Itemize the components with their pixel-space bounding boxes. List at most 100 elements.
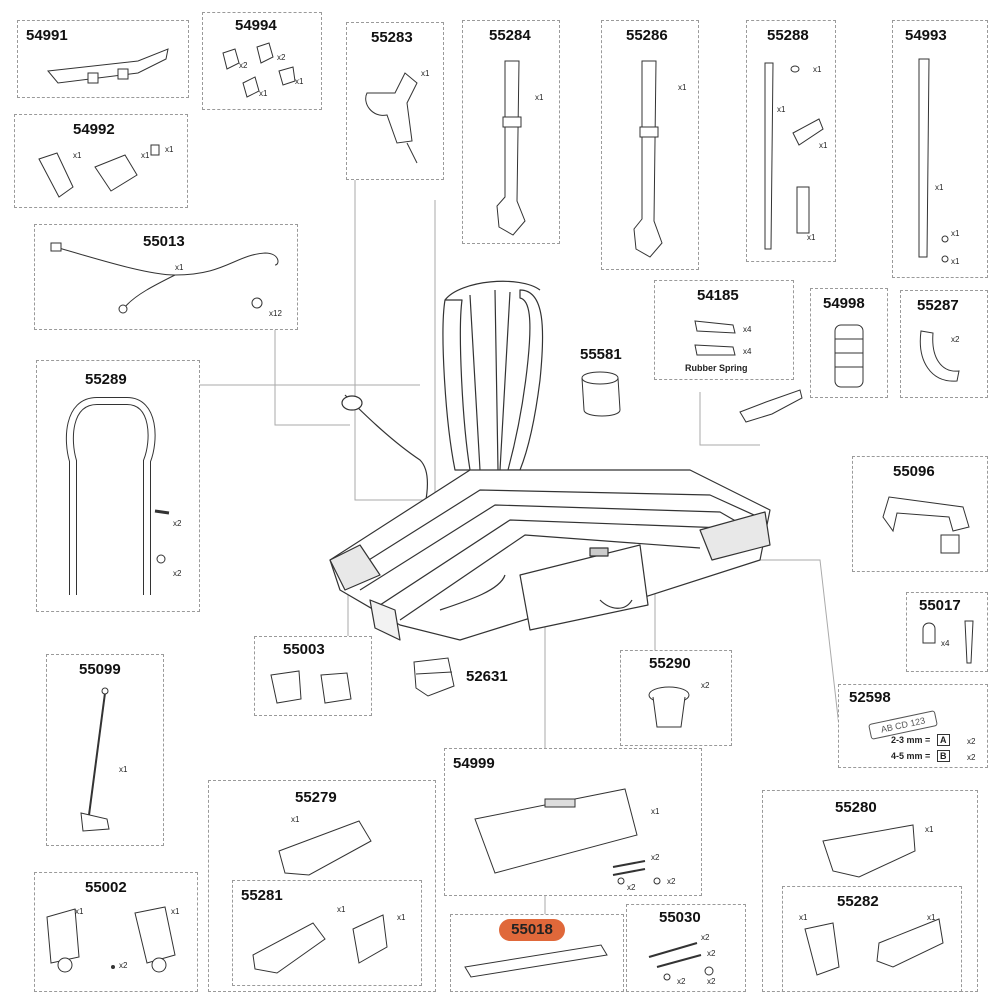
qty-label: x1 (925, 825, 934, 834)
spacer-row-a: 2-3 mm = (891, 735, 931, 745)
buckle-set-icon (38, 144, 160, 198)
qty-label: x1 (951, 229, 960, 238)
part-number: 55289 (85, 371, 127, 388)
part-number: 52598 (849, 689, 891, 706)
part-box-55287[interactable]: 55287 x2 (900, 290, 988, 398)
qty-label: x1 (295, 77, 304, 86)
part-box-54991[interactable]: 54991 (17, 20, 189, 98)
part-box-55281[interactable]: 55281 x1 x1 (232, 880, 422, 986)
part-number: 54999 (453, 755, 495, 772)
part-number: 54998 (823, 295, 865, 312)
qty-label: x2 (173, 519, 182, 528)
arm-clamp-icon (365, 72, 418, 164)
qty-label: x2 (707, 949, 716, 958)
part-box-54994[interactable]: 54994 x2 x2 x1 x1 (202, 12, 322, 110)
part-box-52598[interactable]: 52598 AB CD 123 2-3 mm = A x2 4-5 mm = B… (838, 684, 988, 768)
part-number: 55013 (143, 233, 185, 250)
part-box-54993[interactable]: 54993 x1 x1 x1 (892, 20, 988, 278)
part-number: 55280 (835, 799, 877, 816)
part-number: 55287 (917, 297, 959, 314)
qty-label: x1 (777, 105, 786, 114)
qty-label: x2 (951, 335, 960, 344)
qty-label: x1 (421, 69, 430, 78)
part-number-52631: 52631 (466, 668, 508, 685)
rubber-spring-icon (694, 320, 736, 356)
cup-holder-icon (581, 371, 621, 417)
qty-label: x1 (397, 913, 406, 922)
qty-label: x4 (941, 639, 950, 648)
part-box-54999[interactable]: 54999 x1 x2 x2 x2 (444, 748, 702, 896)
spacer-row-b: 4-5 mm = (891, 751, 931, 761)
part-box-54992[interactable]: 54992 x1 x1 x1 (14, 114, 188, 208)
part-box-55018[interactable]: 55018 (450, 914, 624, 992)
knob-icon (648, 686, 690, 728)
long-strap-icon (918, 58, 949, 263)
qty-label: x1 (799, 913, 808, 922)
qty-label: x12 (269, 309, 282, 318)
qty-label: x2 (707, 977, 716, 986)
qty-label: x4 (743, 325, 752, 334)
part-number: 54991 (26, 27, 68, 44)
part-box-55284[interactable]: 55284 x1 (462, 20, 560, 244)
part-box-55030[interactable]: 55030 x2 x2 x2 x2 (626, 904, 746, 992)
qty-label: x1 (807, 233, 816, 242)
part-number: 55099 (79, 661, 121, 678)
rod-icon (80, 687, 110, 832)
part-number: 55282 (837, 893, 879, 910)
spacer-key-b: B (937, 750, 950, 762)
part-number: 55286 (626, 27, 668, 44)
part-box-55290[interactable]: 55290 x2 (620, 650, 732, 746)
part-box-54998[interactable]: 54998 (810, 288, 888, 398)
part-box-55288[interactable]: 55288 x1 x1 x1 x1 (746, 20, 836, 262)
qty-label: x2 (627, 883, 636, 892)
part-box-55283[interactable]: 55283 x1 (346, 22, 444, 180)
qty-label: x1 (337, 905, 346, 914)
part-number: 55017 (919, 597, 961, 614)
part-box-55017[interactable]: 55017 x4 (906, 592, 988, 672)
lamp-lens-right-icon (804, 918, 944, 976)
frame-arch-icon (65, 397, 170, 595)
qty-label: x1 (259, 89, 268, 98)
qty-label: x2 (119, 961, 128, 970)
part-number: 55096 (893, 463, 935, 480)
handle-icon (882, 496, 970, 554)
part-number: 54992 (73, 121, 115, 138)
part-box-55282[interactable]: 55282 x1 x1 (782, 886, 962, 992)
qty-label: x1 (171, 907, 180, 916)
qty-label: x2 (967, 737, 976, 746)
qty-label: x2 (677, 977, 686, 986)
lamp-lens-icon (252, 914, 388, 974)
bolt-set-icon (648, 942, 714, 981)
plate-holder-icon (474, 788, 661, 885)
part-box-55286[interactable]: 55286 x1 (601, 20, 699, 270)
wheel-holder-icon (46, 906, 176, 973)
part-box-55289[interactable]: 55289 x2 x2 (36, 360, 200, 612)
part-box-55096[interactable]: 55096 (852, 456, 988, 572)
part-box-55002[interactable]: 55002 x1 x1 x2 (34, 872, 198, 992)
part-number: 55003 (283, 641, 325, 658)
part-number-55581: 55581 (580, 346, 622, 363)
frame-holder-long-icon (496, 60, 526, 236)
wiring-harness-icon (50, 242, 279, 314)
part-number: 55288 (767, 27, 809, 44)
lamp-cover-icon (278, 820, 372, 876)
qty-label: x2 (701, 681, 710, 690)
part-box-55013[interactable]: 55013 x1 x12 (34, 224, 298, 330)
screw-clip-icon (922, 620, 974, 664)
part-box-55003[interactable]: 55003 (254, 636, 372, 716)
clip-set-icon (222, 42, 296, 98)
lamp-cover-right-icon (822, 824, 916, 878)
pad-icon (834, 324, 864, 388)
basket-clip-icon (413, 657, 455, 697)
carrier-illustration (329, 280, 771, 641)
part-box-55099[interactable]: 55099 x1 (46, 654, 164, 846)
qty-label: x1 (927, 913, 936, 922)
part-number: 55290 (649, 655, 691, 672)
part-box-54185[interactable]: 54185 x4 x4 Rubber Spring (654, 280, 794, 380)
qty-label: x1 (951, 257, 960, 266)
qty-label: x1 (678, 83, 687, 92)
highlighted-part-number: 55018 (499, 919, 565, 941)
quick-lever-icon (739, 389, 803, 423)
qty-label: x1 (291, 815, 300, 824)
